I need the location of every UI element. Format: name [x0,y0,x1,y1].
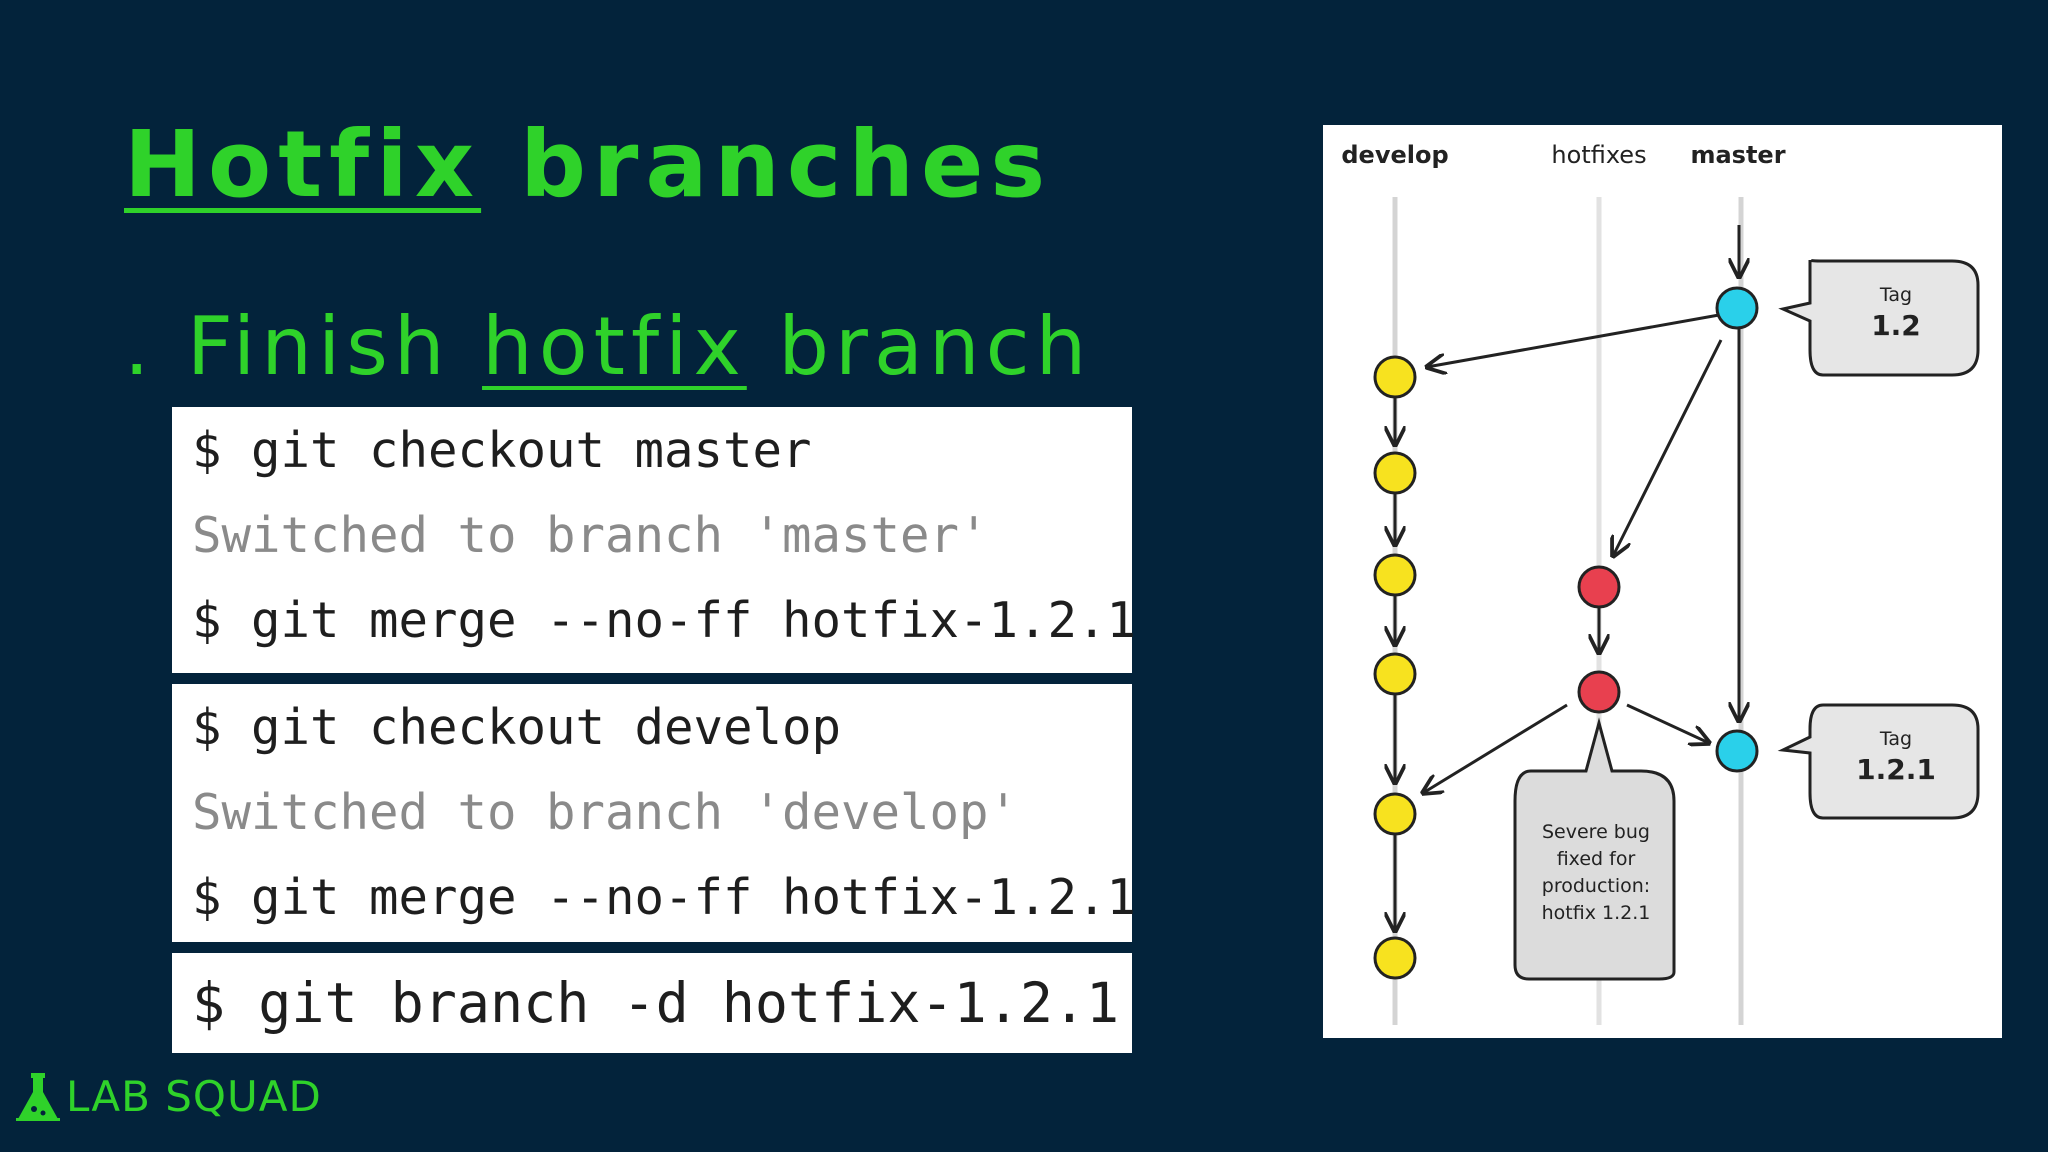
note-line: hotfix 1.2.1 [1542,902,1651,924]
hotfix-commit [1577,565,1621,609]
develop-commit [1373,355,1417,399]
note-line: production: [1542,875,1650,897]
tag-1-2-1-bubble: Tag 1.2.1 [1777,703,1980,820]
code-command-line: $ git checkout master [192,422,812,479]
lane-label-hotfixes: hotfixes [1551,141,1646,169]
master-commit-1-2 [1715,286,1759,330]
code-command-line: $ git branch -d hotfix-1.2.1 [192,971,1120,1035]
code-block-develop: $ git checkout develop Switched to branc… [172,684,1136,942]
develop-commit [1373,792,1417,836]
bullet-suffix: branch [746,300,1093,393]
code-output-line: Switched to branch 'master' [192,507,989,564]
lab-squad-logo: LAB SQUAD [16,1068,322,1124]
branch-diagram-svg: develop hotfixes master [1341,141,1980,1025]
tag-label: Tag [1879,728,1912,750]
tag-version: 1.2 [1871,309,1921,342]
arrow-master-to-hotfix [1613,339,1723,556]
title-branches-text: branches [520,111,1053,218]
develop-commit [1373,451,1417,495]
lane-label-master: master [1690,141,1785,169]
bullet-prefix: . Finish [124,300,483,393]
master-commit-1-2-1 [1715,729,1759,773]
tag-1-2-bubble: Tag 1.2 [1778,258,1980,377]
code-command-line: $ git merge --no-ff hotfix-1.2.1 [192,869,1137,926]
slide-title: Hotfix branches [124,100,1052,230]
develop-commit [1373,553,1417,597]
note-line: fixed for [1557,848,1636,870]
logo-text: LAB SQUAD [66,1071,322,1121]
develop-commit [1373,936,1417,980]
code-block-delete-branch: $ git branch -d hotfix-1.2.1 [172,953,1132,1053]
hotfix-branch-diagram: develop hotfixes master [1323,125,2002,1038]
arrow-hotfix-to-develop [1423,703,1568,793]
bullet-hotfix-link[interactable]: hotfix [482,300,747,393]
title-hotfix-link[interactable]: Hotfix [124,111,482,218]
hotfix-commit [1577,670,1621,714]
code-output-line: Switched to branch 'develop' [192,784,1019,841]
arrow-hotfix-to-master [1626,703,1709,743]
lane-label-develop: develop [1341,141,1448,169]
note-line: Severe bug [1542,821,1650,843]
tag-label: Tag [1879,284,1912,306]
code-command-line: $ git checkout develop [192,699,842,756]
hotfix-note-bubble: Severe bug fixed for production: hotfix … [1513,717,1676,981]
code-block-master: $ git checkout master Switched to branch… [172,407,1136,673]
develop-commit [1373,652,1417,696]
code-command-line: $ git merge --no-ff hotfix-1.2.1 [192,592,1137,649]
arrow-master-to-develop [1427,313,1720,367]
bullet-finish-hotfix: . Finish hotfix branch [124,292,1092,402]
tag-version: 1.2.1 [1856,753,1936,786]
flask-icon [16,1073,60,1121]
